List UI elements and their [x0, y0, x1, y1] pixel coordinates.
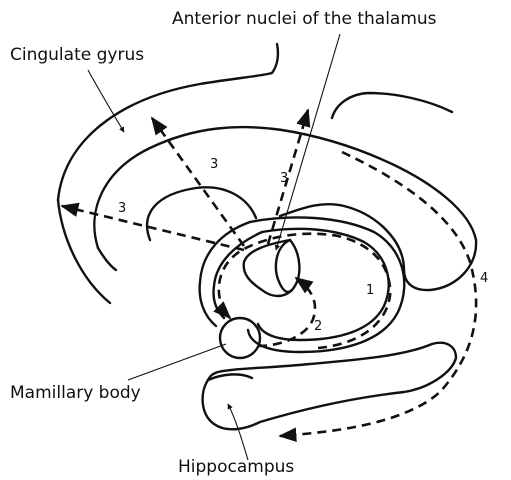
- pathway-number-3b: 3: [210, 157, 218, 172]
- anterior-nuclei-label: Anterior nuclei of the thalamus: [172, 9, 437, 29]
- cortex-outline-lower: [58, 200, 110, 303]
- cingulate-gyrus-contour-left: [98, 248, 116, 270]
- pathway-number-3c: 3: [280, 171, 288, 186]
- hippocampus-label: Hippocampus: [178, 457, 294, 477]
- inner-gyrus-contour: [147, 187, 256, 240]
- pathway-2-mamillothalamic: [258, 278, 315, 346]
- anterior-nucleus-shape: [244, 240, 300, 296]
- cingulate-gyrus-label: Cingulate gyrus: [10, 45, 144, 65]
- hippocampus-curl: [208, 374, 252, 380]
- cortex-outline: [58, 44, 452, 200]
- leader-hippocampus: [228, 404, 248, 460]
- pathway-3-up-left: [152, 118, 244, 246]
- pathway-4-cingulum: [280, 152, 476, 436]
- mamillary-body-shape: [220, 318, 260, 358]
- pathway-number-3a: 3: [118, 201, 126, 216]
- mamillary-body-label: Mamillary body: [10, 383, 141, 403]
- fornix-outer: [248, 217, 404, 352]
- pathway-number-1: 1: [366, 283, 374, 298]
- leader-cingulate-gyrus: [88, 70, 124, 132]
- anterior-nucleus-face: [276, 240, 292, 292]
- pathway-number-2: 2: [314, 319, 322, 334]
- pathway-number-4: 4: [480, 271, 488, 286]
- hippocampus-shape: [203, 343, 456, 430]
